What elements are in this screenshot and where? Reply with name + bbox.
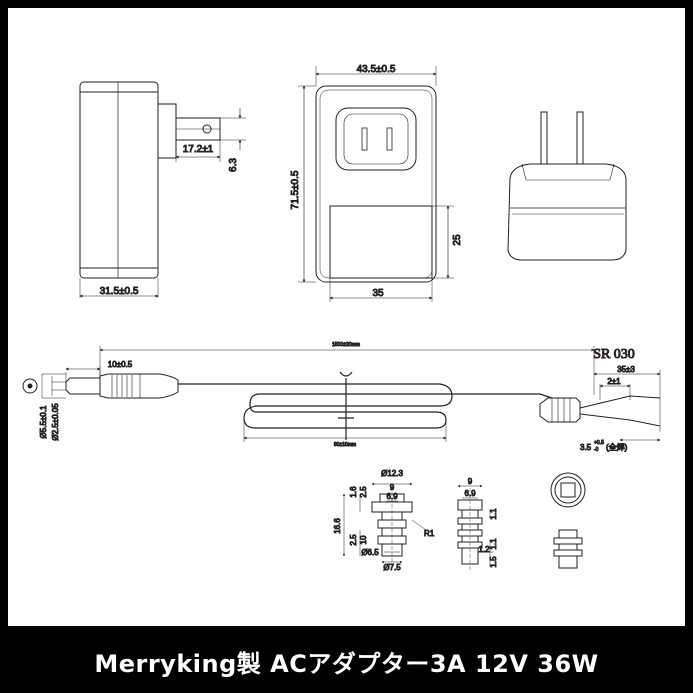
dim-side-depth: 31.5±0.5 — [100, 286, 139, 297]
dim-strip-len: 2±1 — [607, 377, 621, 386]
dim-plug-thick: 6.3 — [228, 158, 239, 172]
perspective-view — [507, 111, 627, 261]
technical-drawing: 31.5±0.5 17.2±1 6.3 43.5±0.5 71.5±0.5 25… — [22, 64, 661, 573]
sr-dia-6-9: 6.9 — [386, 492, 398, 501]
socket-outline — [335, 107, 417, 171]
strain-relief-detail-2 — [457, 484, 494, 570]
cable-leads — [579, 395, 661, 427]
dim-tin-len: 3.5 — [580, 443, 592, 452]
strain-relief-detail-3 — [550, 472, 586, 569]
dim-plug-length: 17.2±1 — [183, 144, 214, 155]
dim-label-h: 25 — [452, 234, 463, 246]
dim-tin-tol2: -0 — [594, 447, 599, 453]
perspective-pin-left — [540, 111, 548, 165]
part-code-label: SR 030 — [593, 347, 635, 362]
sr-height-2-5a: 2.5 — [359, 486, 368, 498]
cable-tie — [338, 371, 354, 440]
strain-relief-detail-1 — [342, 482, 427, 566]
dim-plug-len: 10±0.5 — [108, 360, 133, 369]
cable-view — [22, 346, 661, 442]
perspective-body — [507, 163, 627, 261]
product-caption: Merryking製 ACアダプター3A 12V 36W — [94, 650, 599, 678]
dc-plug-body — [99, 373, 179, 399]
sr-height-1-6: 1.6 — [349, 486, 358, 498]
sr2-h-1-5: 1.5 — [489, 556, 498, 568]
side-view — [79, 81, 246, 298]
side-body — [79, 81, 159, 279]
front-view — [298, 66, 454, 302]
sr-height-2-5b: 2.5 — [349, 534, 358, 546]
dc-plug-tip — [65, 377, 101, 395]
strain-relief — [539, 397, 581, 423]
label-area — [329, 205, 433, 279]
sr2-h-1-1b: 1.1 — [489, 538, 498, 550]
drawing-panel: 31.5±0.5 17.2±1 6.3 43.5±0.5 71.5±0.5 25… — [8, 8, 685, 626]
sr-radius-r1: R1 — [424, 529, 435, 538]
dim-dia-out: Ø5.5±0.1 — [39, 405, 48, 438]
dim-cable-total: 1500±20mm — [332, 342, 360, 348]
sr3-top-outer — [550, 472, 586, 508]
sr-dia-7-5: Ø7.5 — [383, 563, 401, 572]
cable-coil — [178, 383, 553, 429]
sr-dia-6-5: Ø6.5 — [361, 548, 379, 557]
dim-tin-note: (全焊) — [606, 442, 628, 452]
dim-lead-len: 35±3 — [617, 365, 635, 374]
dim-tin-tol: +0.5 — [594, 440, 604, 446]
sr2-dia-6-9: 6.9 — [464, 489, 476, 498]
dim-dia-in: Ø2.5±0.05 — [51, 403, 60, 441]
sr2-h-1-1a: 1.1 — [489, 508, 498, 520]
polarity-symbol — [22, 378, 38, 394]
sr2-width-1-2: 1.2 — [478, 545, 490, 554]
side-plug-base — [157, 103, 177, 159]
dim-label-w: 35 — [372, 288, 384, 299]
perspective-pin-right — [576, 111, 584, 165]
sr-dia-12-3: Ø12.3 — [381, 469, 403, 478]
sr2-width-9: 9 — [468, 477, 473, 486]
dim-front-width: 43.5±0.5 — [357, 64, 396, 75]
sr-height-16-6: 16.6 — [333, 518, 342, 534]
front-body — [315, 85, 437, 283]
sr-height-10: 10 — [359, 535, 368, 544]
sr-width-9: 9 — [390, 483, 395, 492]
dim-loop-len: 90±10mm — [334, 442, 356, 448]
dim-front-height: 71.5±0.5 — [290, 170, 301, 209]
